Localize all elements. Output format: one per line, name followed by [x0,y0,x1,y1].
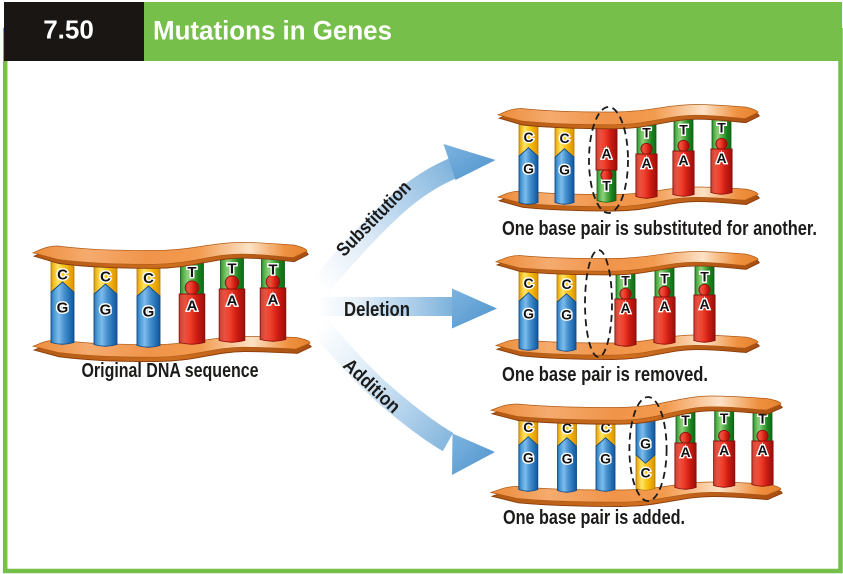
svg-text:C: C [143,270,154,287]
svg-text:One base pair is added.: One base pair is added. [503,507,685,529]
svg-text:One base pair is substituted f: One base pair is substituted for another… [502,218,817,240]
svg-text:G: G [100,301,112,318]
svg-text:C: C [559,130,569,146]
svg-text:A: A [719,442,729,458]
svg-text:C: C [100,268,111,285]
svg-text:G: G [523,449,534,465]
svg-text:G: G [640,436,651,452]
svg-text:T: T [660,270,669,286]
svg-text:T: T [681,412,690,428]
svg-text:T: T [679,121,688,137]
svg-text:A: A [678,152,688,168]
svg-text:One base pair is removed.: One base pair is removed. [502,364,708,386]
svg-text:Mutations in Genes: Mutations in Genes [153,16,392,46]
svg-text:T: T [187,264,196,281]
svg-text:T: T [268,262,277,279]
svg-text:G: G [600,450,611,466]
svg-text:Original DNA sequence: Original DNA sequence [82,360,259,382]
svg-text:C: C [561,276,571,292]
svg-text:A: A [641,155,651,171]
svg-text:A: A [699,296,709,312]
svg-text:G: G [143,303,155,320]
svg-text:A: A [716,150,726,166]
svg-text:C: C [523,129,533,145]
svg-text:T: T [758,411,767,427]
svg-text:T: T [227,261,236,278]
svg-text:C: C [523,275,533,291]
svg-text:A: A [187,297,198,314]
svg-text:G: G [523,305,534,321]
svg-text:T: T [700,268,709,284]
svg-text:G: G [562,450,573,466]
svg-text:G: G [559,161,570,177]
svg-text:A: A [757,442,767,458]
svg-text:A: A [268,291,279,308]
svg-text:A: A [620,300,630,316]
svg-text:C: C [523,419,533,435]
svg-text:A: A [659,298,669,314]
svg-text:A: A [227,292,238,309]
svg-text:G: G [523,160,534,176]
svg-text:T: T [720,410,729,426]
svg-text:A: A [680,444,690,460]
svg-text:G: G [57,299,69,316]
svg-text:C: C [57,266,68,283]
svg-text:T: T [602,178,611,194]
svg-text:T: T [621,272,630,288]
svg-text:C: C [640,464,650,480]
svg-text:7.50: 7.50 [43,15,94,45]
svg-text:T: T [717,119,726,135]
svg-text:T: T [642,124,651,140]
svg-text:A: A [601,146,611,162]
svg-text:Deletion: Deletion [344,299,410,321]
svg-text:G: G [561,306,572,322]
